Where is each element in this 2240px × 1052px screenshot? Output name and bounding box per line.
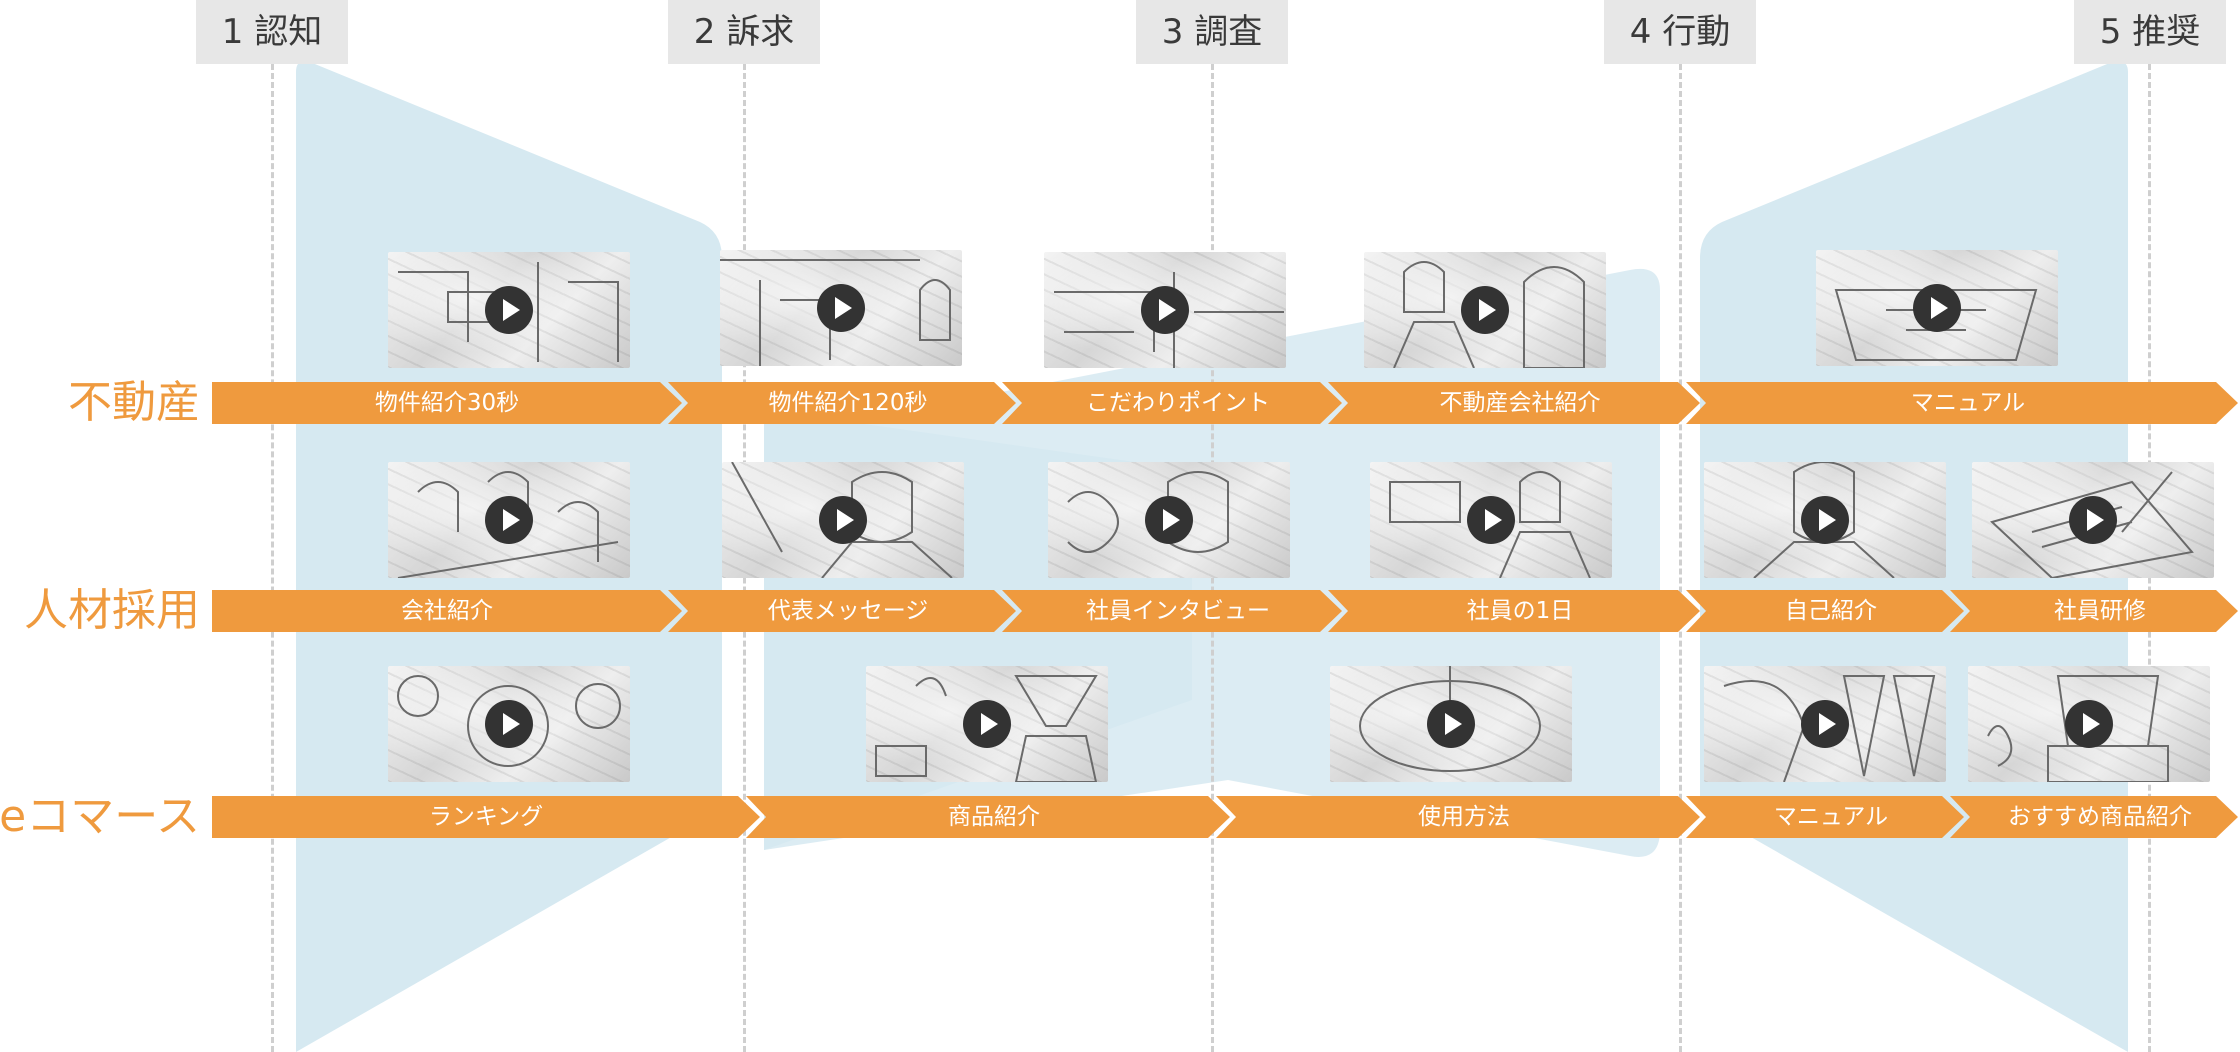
video-step-highlights[interactable]: こだわりポイント xyxy=(1002,382,1342,424)
play-icon[interactable] xyxy=(963,700,1011,748)
play-icon[interactable] xyxy=(2065,700,2113,748)
video-step-training[interactable]: 社員研修 xyxy=(1950,590,2238,632)
stage-divider xyxy=(271,64,274,1052)
play-icon[interactable] xyxy=(1461,286,1509,334)
play-icon[interactable] xyxy=(485,286,533,334)
video-step-manual[interactable]: マニュアル xyxy=(1686,382,2238,424)
play-icon[interactable] xyxy=(1801,496,1849,544)
video-thumbnail[interactable] xyxy=(1968,666,2210,782)
video-thumbnail[interactable] xyxy=(1816,250,2058,366)
play-icon[interactable] xyxy=(485,496,533,544)
tableware-sketch xyxy=(397,675,621,767)
ceo-sketch xyxy=(731,462,953,578)
play-icon[interactable] xyxy=(1801,700,1849,748)
video-thumbnail[interactable] xyxy=(1370,462,1612,578)
team-sketch xyxy=(397,471,619,578)
video-thumbnail[interactable] xyxy=(388,252,630,368)
workday-sketch xyxy=(1389,471,1591,578)
video-thumbnail[interactable] xyxy=(1364,252,1606,368)
video-step-property-120s[interactable]: 物件紹介120秒 xyxy=(668,382,1016,424)
play-icon[interactable] xyxy=(817,284,865,332)
play-icon[interactable] xyxy=(1145,496,1193,544)
video-step-product-intro[interactable]: 商品紹介 xyxy=(746,796,1230,838)
play-icon[interactable] xyxy=(1467,496,1515,544)
stage-divider xyxy=(1679,64,1682,1052)
video-step-manual[interactable]: マニュアル xyxy=(1686,796,1964,838)
stage-action: 4 行動 xyxy=(1604,0,1756,64)
video-step-how-to-use[interactable]: 使用方法 xyxy=(1216,796,1700,838)
video-step-recommended-products[interactable]: おすすめ商品紹介 xyxy=(1950,796,2238,838)
video-thumbnail[interactable] xyxy=(1330,666,1572,782)
video-step-company-intro[interactable]: 不動産会社紹介 xyxy=(1328,382,1700,424)
video-thumbnail[interactable] xyxy=(1704,462,1946,578)
video-step-property-30s[interactable]: 物件紹介30秒 xyxy=(212,382,682,424)
video-step-ceo-message[interactable]: 代表メッセージ xyxy=(668,590,1016,632)
video-thumbnail[interactable] xyxy=(388,666,630,782)
video-step-self-intro[interactable]: 自己紹介 xyxy=(1686,590,1964,632)
video-thumbnail[interactable] xyxy=(866,666,1108,782)
appliance-sketch xyxy=(1987,675,2169,782)
play-icon[interactable] xyxy=(2069,496,2117,544)
play-icon[interactable] xyxy=(1913,284,1961,332)
row-label-recruiting: 人材採用 xyxy=(24,585,200,636)
video-thumbnail[interactable] xyxy=(722,462,964,578)
video-thumbnail[interactable] xyxy=(1972,462,2214,578)
row-label-ecommerce: eコマース xyxy=(0,791,200,842)
meeting-sketch xyxy=(1393,261,1585,368)
office-sketch xyxy=(720,259,951,366)
video-thumbnail[interactable] xyxy=(1044,252,1286,368)
play-icon[interactable] xyxy=(1427,700,1475,748)
video-step-company-overview[interactable]: 会社紹介 xyxy=(212,590,682,632)
play-icon[interactable] xyxy=(819,496,867,544)
cooking-sketch xyxy=(1359,666,1541,772)
video-thumbnail[interactable] xyxy=(388,462,630,578)
stage-research: 3 調査 xyxy=(1136,0,1288,64)
coffee-sketch xyxy=(875,675,1098,782)
stage-appeal: 2 訴求 xyxy=(668,0,820,64)
video-step-employee-interview[interactable]: 社員インタビュー xyxy=(1002,590,1342,632)
stage-recommend: 5 推奨 xyxy=(2074,0,2226,64)
video-step-day-in-life[interactable]: 社員の1日 xyxy=(1328,590,1700,632)
stage-awareness: 1 認知 xyxy=(196,0,348,64)
video-thumbnail[interactable] xyxy=(1704,666,1946,782)
play-icon[interactable] xyxy=(485,700,533,748)
row-label-real-estate: 不動産 xyxy=(68,377,200,428)
employee-sketch xyxy=(1067,471,1229,553)
video-thumbnail[interactable] xyxy=(1048,462,1290,578)
video-step-ranking[interactable]: ランキング xyxy=(212,796,760,838)
play-icon[interactable] xyxy=(1141,286,1189,334)
video-thumbnail[interactable] xyxy=(720,250,962,366)
